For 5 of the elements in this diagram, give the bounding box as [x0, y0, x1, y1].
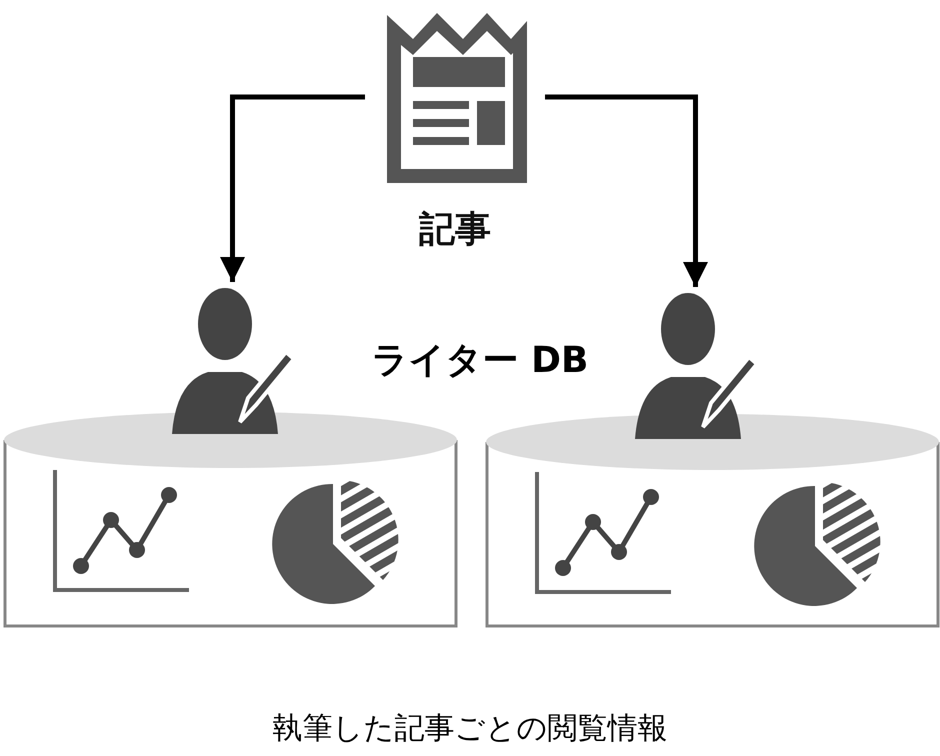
node-label: 記事 — [418, 208, 492, 252]
caption: 執筆した記事ごとの閲覧情報 — [272, 710, 668, 748]
label-text: ライター DB — [370, 339, 590, 383]
arrow — [220, 94, 365, 282]
arrow — [545, 94, 708, 287]
